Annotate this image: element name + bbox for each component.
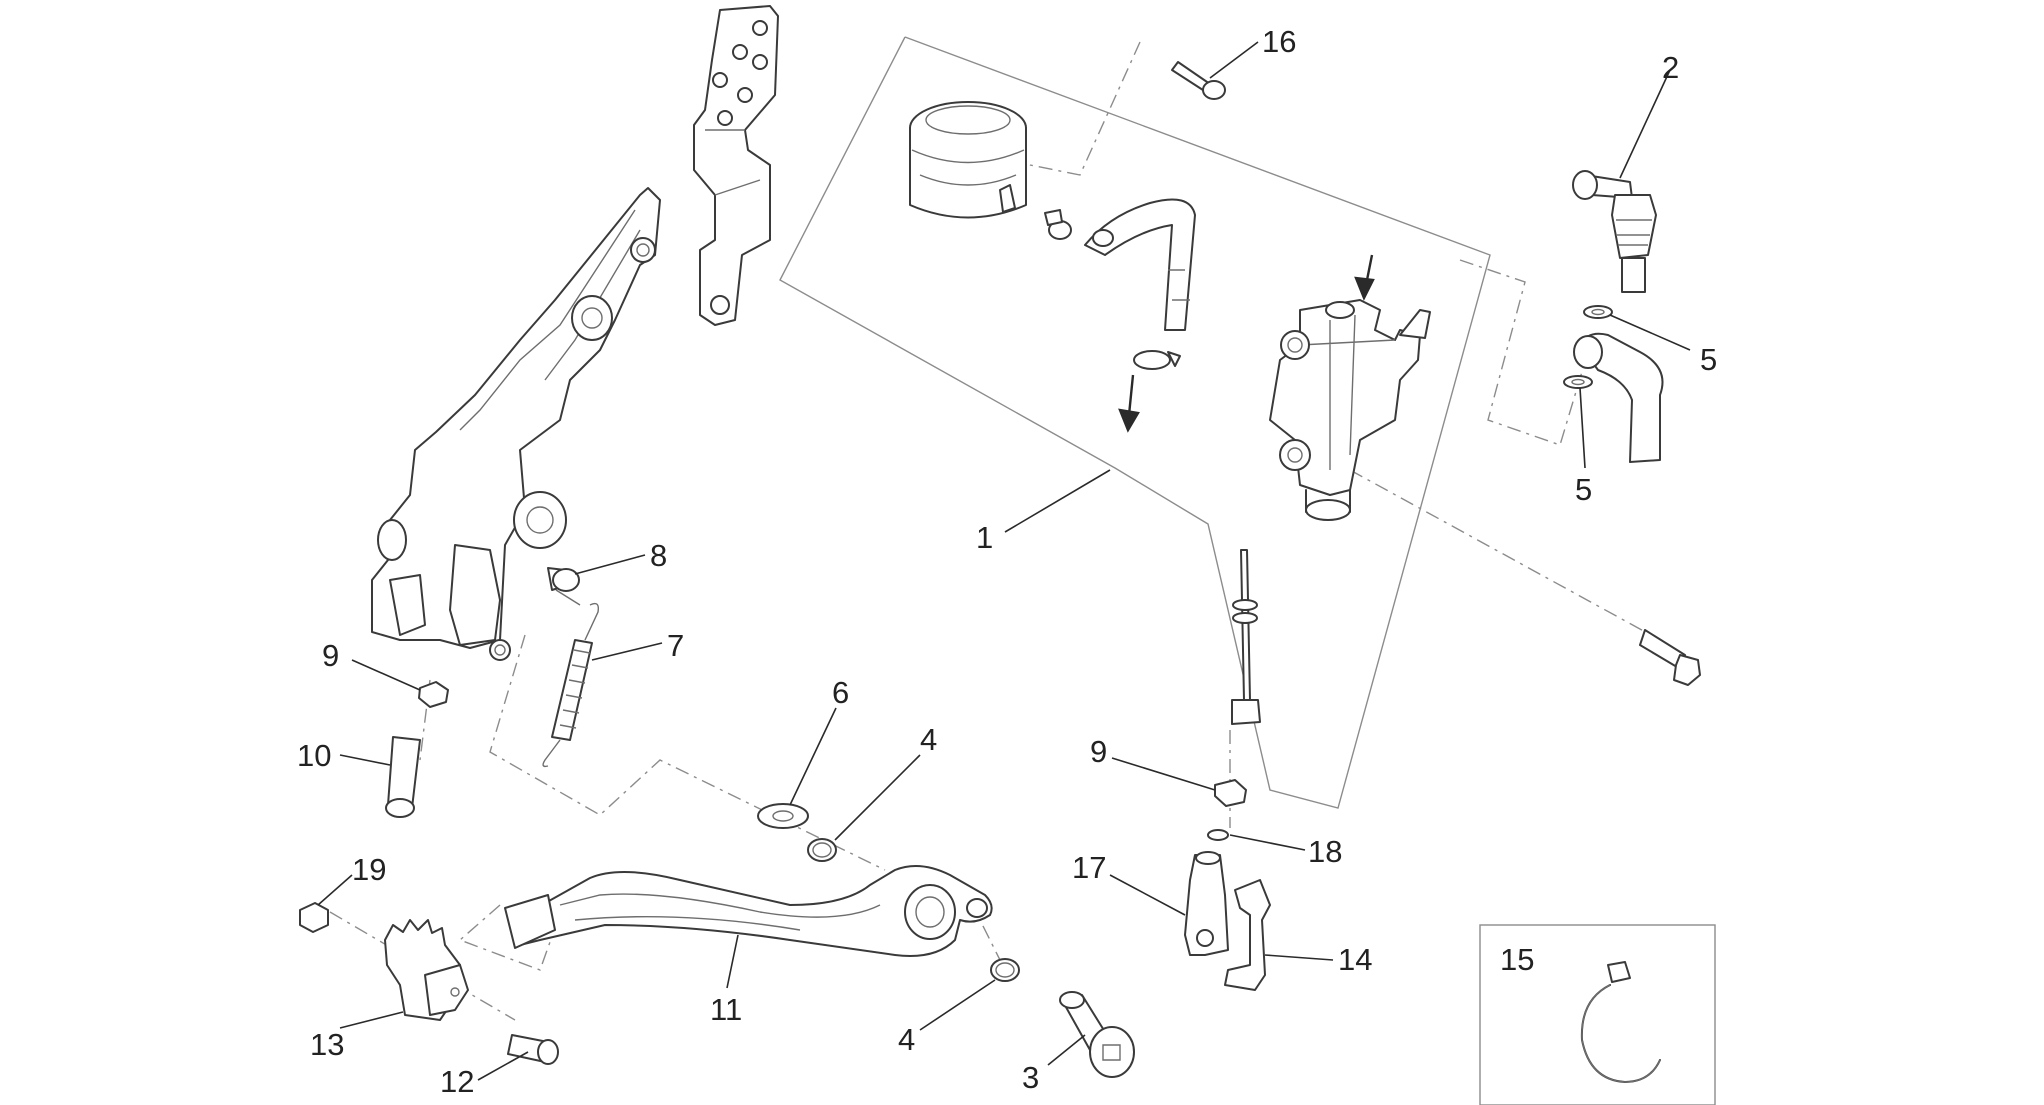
- leader-16: [1109, 874, 1186, 916]
- callout-4-upper: 4: [920, 722, 937, 757]
- washer-lower-5: [1563, 375, 1593, 389]
- flow-arrow-hose-head: [1118, 408, 1140, 433]
- callout-10: 10: [297, 738, 331, 773]
- callout-1: 1: [976, 520, 993, 555]
- leader-9-right: [1111, 757, 1216, 791]
- leader-8: [574, 554, 646, 575]
- snap-ring-4-upper: [807, 838, 837, 862]
- dash-line-pedal-spring: [489, 634, 886, 871]
- leader-1: [1004, 469, 1111, 533]
- spring-7: [542, 602, 600, 768]
- leader-10: [339, 754, 391, 766]
- leader-4-lower: [919, 979, 996, 1031]
- nut-19: [299, 902, 329, 933]
- leader-5-lower: [1579, 387, 1586, 469]
- banjo-fitting: [1572, 170, 1657, 293]
- callout-18: 18: [1308, 834, 1342, 869]
- leader-6: [789, 707, 837, 806]
- leader-3: [1047, 1034, 1086, 1066]
- callout-12: 12: [440, 1064, 474, 1099]
- pivot-pin-10: [385, 736, 421, 818]
- footrest-plate: [693, 5, 779, 326]
- flow-arrow-master-head: [1354, 276, 1375, 301]
- callout-9-right: 9: [1090, 734, 1107, 769]
- leader-11: [726, 934, 739, 989]
- callout-13: 13: [310, 1027, 344, 1062]
- brake-pedal-11: [504, 865, 993, 957]
- washer-6: [757, 803, 809, 829]
- leader-2: [1619, 69, 1671, 179]
- callout-4-lower: 4: [898, 1022, 915, 1057]
- nut-9-left: [418, 681, 449, 708]
- leader-12: [477, 1051, 529, 1081]
- pedal-pad-13: [384, 919, 469, 1021]
- callout-8: 8: [650, 538, 667, 573]
- callout-2: 2: [1662, 50, 1679, 85]
- callout-14: 14: [1338, 942, 1372, 977]
- callout-15: 15: [1500, 942, 1534, 977]
- rider-footpeg-bracket: [371, 187, 661, 661]
- clip-14: [1224, 879, 1271, 991]
- master-cylinder: [1269, 299, 1431, 521]
- reservoir-hose: [1044, 198, 1196, 370]
- leader-17: [1209, 41, 1259, 79]
- callout-6: 6: [832, 675, 849, 710]
- leader-19: [317, 874, 353, 906]
- master-cylinder-bolt: [1639, 629, 1701, 686]
- callout-17: 16: [1262, 24, 1296, 59]
- leader-14: [1264, 954, 1334, 961]
- callout-7: 7: [667, 628, 684, 663]
- dash-line-master-bolt: [1349, 469, 1661, 641]
- leader-9-left: [351, 659, 421, 691]
- clevis-16: [1184, 851, 1229, 956]
- inset-box-15: [1479, 924, 1716, 1105]
- pivot-bolt-3: [1059, 991, 1135, 1078]
- washer-upper-5: [1583, 305, 1613, 319]
- leader-4-upper: [834, 754, 921, 841]
- leader-13: [339, 1011, 404, 1029]
- assembly-1-frame: [779, 36, 1491, 809]
- screw-17: [1171, 61, 1226, 100]
- callout-19: 19: [352, 852, 386, 887]
- bolt-12: [507, 1034, 559, 1065]
- callout-16: 17: [1072, 850, 1106, 885]
- brake-reservoir: [909, 101, 1027, 219]
- callout-11: 11: [710, 992, 742, 1027]
- callout-5-lower: 5: [1575, 472, 1592, 507]
- nut-9-pushrod: [1214, 779, 1247, 807]
- callout-3: 3: [1022, 1060, 1039, 1095]
- banjo-hose: [1573, 332, 1664, 463]
- snap-ring-4-lower: [990, 958, 1020, 982]
- dash-line-banjo: [1459, 259, 1591, 446]
- hose-clamp-15: [1580, 961, 1661, 1083]
- leader-7: [591, 642, 663, 661]
- o-ring-18: [1207, 829, 1229, 841]
- callout-9-left: 9: [322, 638, 339, 673]
- leader-5-upper: [1609, 314, 1691, 351]
- pushrod: [1231, 549, 1261, 725]
- callout-5-upper: 5: [1700, 342, 1717, 377]
- leader-18: [1229, 834, 1306, 851]
- screw-8: [547, 567, 581, 606]
